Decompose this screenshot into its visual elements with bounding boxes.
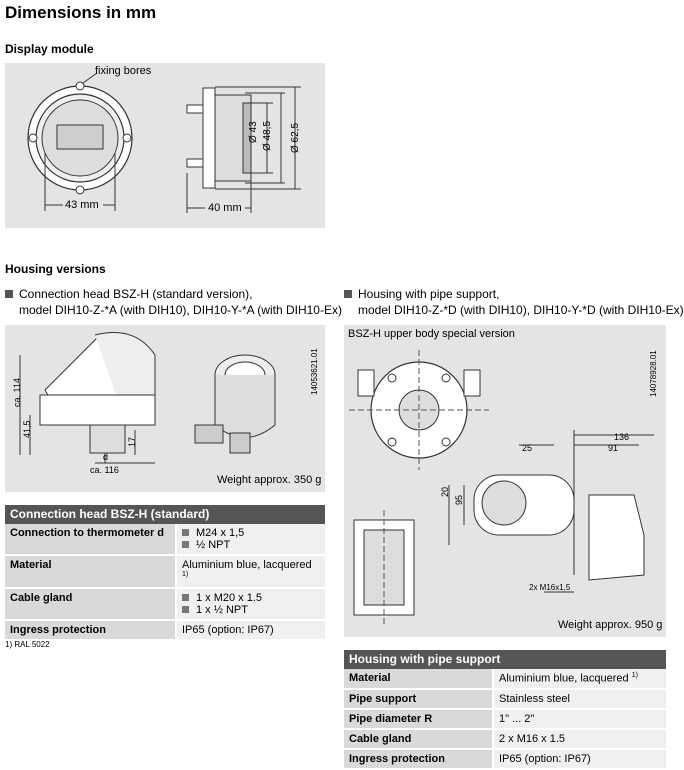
row-value: IP65 (option: IP67)	[175, 620, 325, 639]
bsz-h-panel: ca. 114 41,5 17 d ca. 116 14053621.01 We…	[5, 325, 325, 492]
row-key: Connection to thermometer d	[5, 524, 175, 554]
dim-ca114: ca. 114	[12, 378, 22, 407]
pipe-support-table: Housing with pipe support Material Alumi…	[344, 650, 666, 770]
dim-91: 91	[608, 443, 619, 453]
drawing-code-right: 14078928.01	[649, 350, 658, 397]
pipe-support-caption: BSZ-H upper body special version	[348, 328, 515, 340]
row-value: 1" ... 2"	[492, 709, 666, 728]
pipe-support-panel: BSZ-H upper body special version 1407892…	[344, 325, 666, 637]
weight-left: Weight approx. 350 g	[217, 474, 322, 486]
row-value: 1 x M20 x 1.5 1 x ½ NPT	[175, 588, 325, 619]
dim-43mm: 43 mm	[65, 199, 99, 211]
pipe-support-drawing	[349, 350, 654, 625]
bullet-square-icon	[344, 290, 352, 298]
dim-17: 17	[127, 436, 137, 447]
dim-136: 136	[614, 432, 630, 442]
table-row: Pipe diameter R 1" ... 2"	[344, 709, 666, 730]
dim-ca116: ca. 116	[90, 465, 119, 475]
table-row: Cable gland 2 x M16 x 1.5	[344, 729, 666, 750]
right-bullet-line1: Housing with pipe support,	[358, 287, 500, 301]
row-value: Aluminium blue, lacquered 1)	[492, 669, 666, 688]
page-title: Dimensions in mm	[5, 3, 157, 22]
footnote-ref: 1)	[182, 571, 189, 578]
row-value: Aluminium blue, lacquered 1)	[175, 556, 325, 587]
row-value: M24 x 1,5 ½ NPT	[175, 524, 325, 554]
fixing-bores-label: fixing bores	[95, 65, 152, 77]
weight-right: Weight approx. 950 g	[558, 619, 663, 631]
left-bullet-line2: model DIH10-Z-*A (with DIH10), DIH10-Y-*…	[19, 303, 342, 317]
value-item: M24 x 1,5	[196, 527, 245, 539]
left-bullet: Connection head BSZ-H (standard version)…	[5, 286, 342, 318]
footnote: 1) RAL 5022	[5, 640, 50, 649]
table-row: Cable gland 1 x M20 x 1.5 1 x ½ NPT	[5, 588, 325, 621]
display-module-panel: fixing bores 43 mm 40 mm Ø 43 Ø 48,5 Ø 6…	[5, 63, 325, 228]
bullet-square-icon	[5, 290, 13, 298]
table-row: Ingress protection IP65 (option: IP67)	[5, 620, 325, 641]
value-item: ½ NPT	[196, 539, 231, 551]
dim-95: 95	[454, 494, 464, 505]
right-bullet: Housing with pipe support, model DIH10-Z…	[344, 286, 684, 318]
row-key: Ingress protection	[5, 620, 175, 639]
row-key: Material	[5, 556, 175, 587]
dim-d: d	[103, 452, 109, 462]
value-text: Aluminium blue, lacquered	[182, 559, 312, 571]
right-bullet-line2: model DIH10-Z-*D (with DIH10), DIH10-Y-*…	[358, 303, 684, 317]
table-header: Housing with pipe support	[344, 650, 666, 669]
housing-versions-heading: Housing versions	[5, 262, 106, 276]
dim-41-5: 41,5	[22, 420, 32, 438]
dim-m16: 2x M16x1,5	[529, 583, 571, 592]
row-key: Ingress protection	[344, 749, 492, 768]
row-value: Stainless steel	[492, 689, 666, 708]
dim-d48: Ø 48,5	[262, 120, 273, 151]
bsz-h-table: Connection head BSZ-H (standard) Connect…	[5, 505, 325, 641]
table-row: Connection to thermometer d M24 x 1,5 ½ …	[5, 524, 325, 556]
row-value: 2 x M16 x 1.5	[492, 729, 666, 748]
row-key: Cable gland	[5, 588, 175, 619]
display-module-heading: Display module	[5, 42, 94, 56]
dim-d43: Ø 43	[248, 121, 259, 143]
dim-40mm: 40 mm	[208, 202, 242, 214]
bsz-h-drawing	[19, 332, 276, 464]
table-row: Material Aluminium blue, lacquered 1)	[344, 669, 666, 690]
value-text: Aluminium blue, lacquered	[499, 672, 629, 685]
table-row: Ingress protection IP65 (option: IP67)	[344, 749, 666, 770]
table-header: Connection head BSZ-H (standard)	[5, 505, 325, 524]
row-key: Cable gland	[344, 729, 492, 748]
row-key: Pipe diameter R	[344, 709, 492, 728]
row-key: Pipe support	[344, 689, 492, 708]
display-module-drawing	[27, 72, 301, 214]
footnote-ref: 1)	[631, 672, 638, 679]
dim-25: 25	[522, 443, 533, 453]
value-item: 1 x ½ NPT	[196, 603, 248, 616]
table-row: Pipe support Stainless steel	[344, 689, 666, 710]
value-item: 1 x M20 x 1.5	[196, 591, 263, 604]
dim-d62: Ø 62,5	[290, 122, 301, 153]
table-row: Material Aluminium blue, lacquered 1)	[5, 556, 325, 589]
drawing-code: 14053621.01	[310, 348, 319, 395]
row-key: Material	[344, 669, 492, 688]
dim-20: 20	[440, 486, 450, 497]
row-value: IP65 (option: IP67)	[492, 749, 666, 768]
left-bullet-line1: Connection head BSZ-H (standard version)…	[19, 287, 253, 301]
